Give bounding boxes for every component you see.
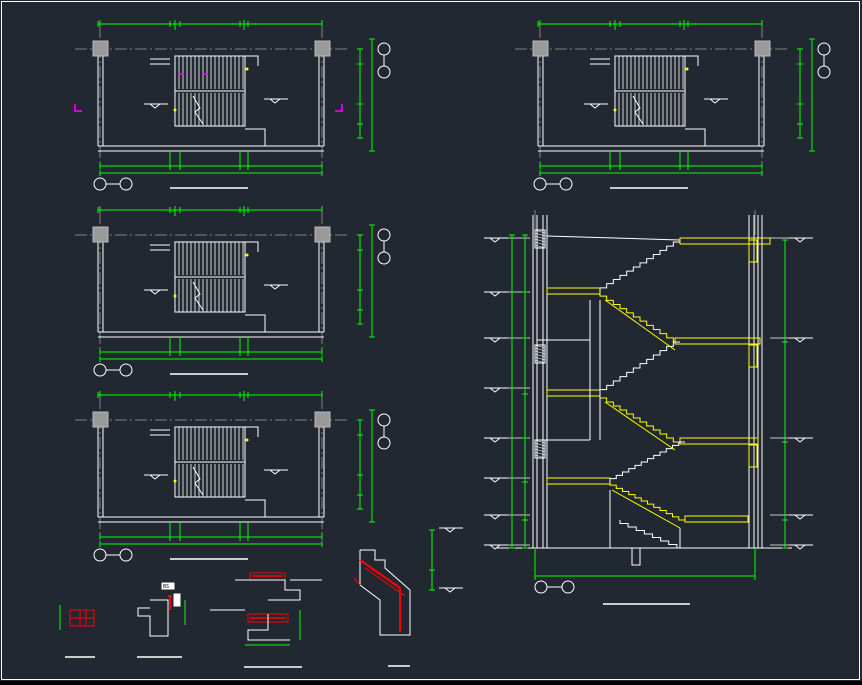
column [314, 226, 331, 243]
rebar [359, 559, 401, 589]
stair-soffit [611, 489, 681, 529]
column [314, 411, 331, 428]
hatch-line [534, 451, 546, 456]
hatch-line [534, 445, 546, 450]
detail-label: BS [163, 584, 169, 590]
column [92, 226, 109, 243]
highlight-dot [173, 294, 177, 298]
hatch-line [534, 439, 546, 444]
landing-edge [245, 499, 266, 517]
stair-plan-4 [75, 391, 391, 562]
hatch-line [534, 356, 546, 361]
break-line [192, 466, 204, 496]
stair-steps [599, 241, 680, 292]
stair-soffit [604, 299, 676, 351]
column [92, 411, 109, 428]
landing-slab [679, 237, 771, 245]
hatch-line [534, 347, 546, 352]
highlight-dot [245, 67, 249, 71]
landing-edge [245, 241, 259, 252]
stair-plan-3 [75, 206, 391, 377]
foundation [631, 548, 641, 566]
hatch-line [534, 232, 546, 237]
detail-block [173, 593, 181, 607]
construction-details: BS [59, 527, 463, 668]
highlight-dot [173, 479, 177, 483]
highlight-dot [173, 108, 177, 112]
hatch-line [534, 244, 546, 249]
hatch-line [534, 442, 546, 447]
hatch-line [534, 241, 546, 246]
hatch-line [534, 448, 546, 453]
stair-soffit [604, 401, 676, 451]
column-segment [748, 344, 758, 368]
landing-edge [245, 55, 259, 66]
landing-edge [245, 314, 266, 332]
hatch-line [534, 454, 546, 459]
section-marker [335, 104, 343, 112]
rebar [364, 567, 406, 597]
section-marker [74, 104, 82, 112]
highlight-dot [245, 253, 249, 257]
break-line [192, 95, 204, 125]
stair-plan-1 [74, 20, 391, 191]
stair-steps [619, 520, 685, 549]
stair-steps [599, 341, 680, 394]
landing-edge [685, 55, 699, 66]
stair-steps [599, 394, 680, 443]
break-line [192, 281, 204, 311]
hatch-line [534, 359, 546, 364]
roof-line [546, 235, 681, 241]
detail-outline [137, 599, 169, 637]
landing-slab [679, 437, 759, 445]
stair-steps [599, 292, 680, 343]
stair-steps [609, 482, 685, 521]
hatch-line [534, 229, 546, 234]
hatch-line [534, 235, 546, 240]
hatch-line [534, 238, 546, 243]
column [754, 40, 771, 57]
stair-plan-2 [515, 20, 831, 191]
detail-outline [359, 549, 411, 636]
stair-section [484, 210, 813, 605]
column-segment [748, 444, 758, 468]
column-segment [748, 239, 758, 263]
break-line [632, 95, 644, 125]
landing-slab [674, 337, 761, 345]
landing-edge [245, 128, 266, 146]
column [532, 40, 549, 57]
highlight-dot [613, 108, 617, 112]
rebar [353, 577, 361, 586]
column [92, 40, 109, 57]
detail-label-box [161, 582, 175, 590]
detail-outline [235, 579, 301, 601]
hatch-line [534, 350, 546, 355]
hatch-line [534, 344, 546, 349]
column [314, 40, 331, 57]
landing-slab [684, 515, 749, 523]
landing-edge [245, 426, 259, 437]
detail-outline [247, 614, 290, 641]
highlight-dot [245, 438, 249, 442]
landing-edge [685, 128, 706, 146]
highlight-dot [685, 67, 689, 71]
hatch-line [534, 353, 546, 358]
